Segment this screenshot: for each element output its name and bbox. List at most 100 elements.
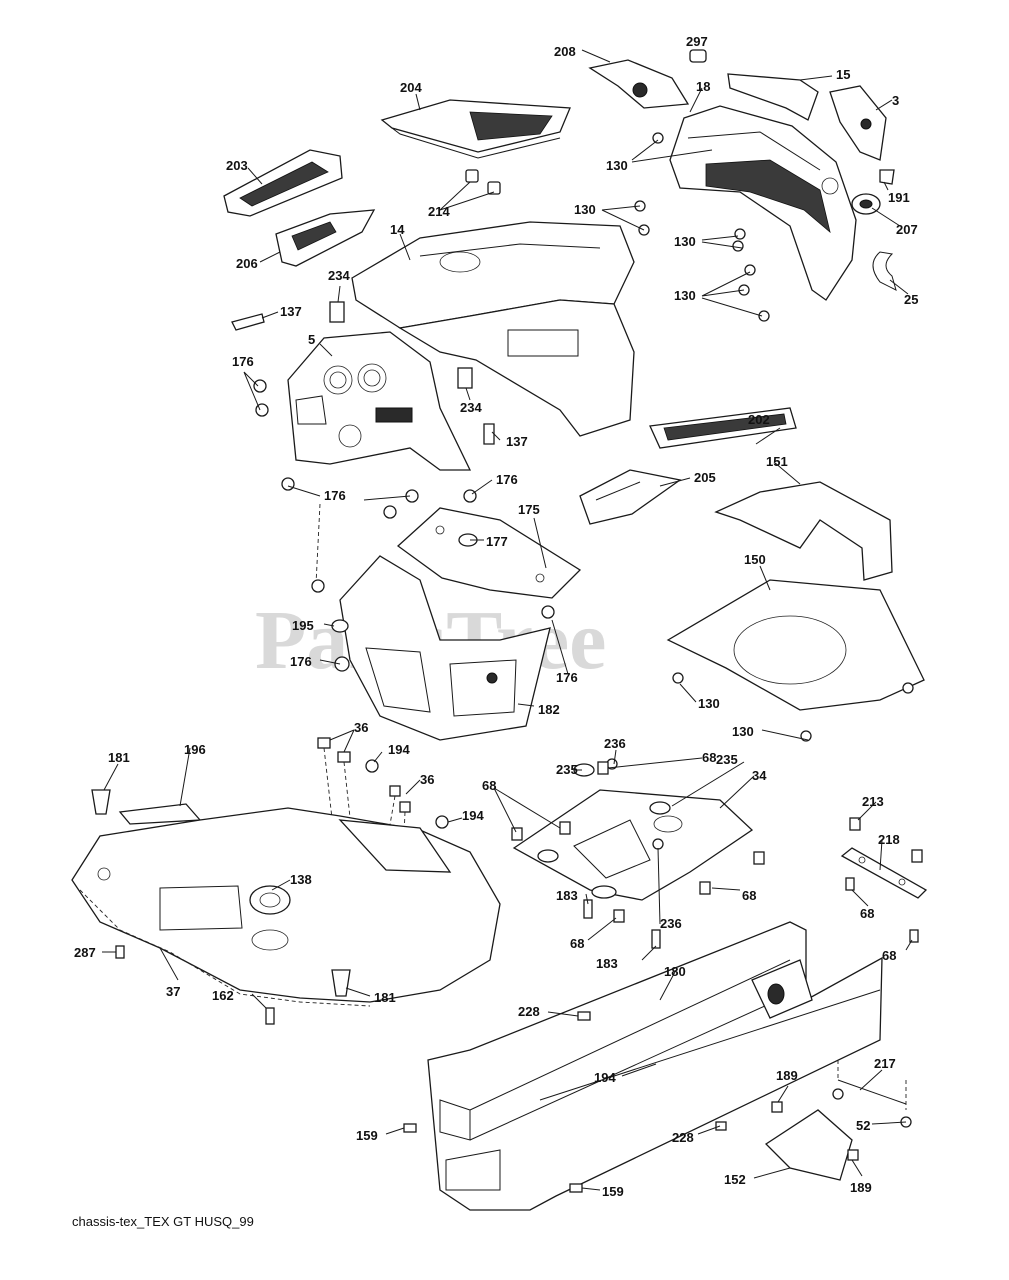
part-175-plate xyxy=(396,507,582,599)
callout-217: 217 xyxy=(874,1056,896,1071)
part-5-dash-panel xyxy=(287,331,472,471)
part-176-fasteners-mid xyxy=(311,503,555,672)
callout-191: 191 xyxy=(888,190,910,205)
part-182-dash-lower xyxy=(339,555,551,741)
callout-68-a: 68 xyxy=(702,750,716,765)
callout-183-b: 183 xyxy=(596,956,618,971)
callout-150: 150 xyxy=(744,552,766,567)
part-162-screw xyxy=(265,1007,275,1025)
callout-177: 177 xyxy=(486,534,508,549)
callout-214: 214 xyxy=(428,204,450,219)
callout-130-a: 130 xyxy=(606,158,628,173)
callout-68-c: 68 xyxy=(742,888,756,903)
callout-181-b: 181 xyxy=(374,990,396,1005)
callout-5: 5 xyxy=(308,332,315,347)
callout-36-b: 36 xyxy=(420,772,434,787)
part-151-bracket xyxy=(714,481,893,581)
callout-labels: 297 208 15 18 3 204 130 203 214 191 207 … xyxy=(74,34,918,1199)
callout-137-b: 137 xyxy=(506,434,528,449)
callout-130-d: 130 xyxy=(674,288,696,303)
callout-25: 25 xyxy=(904,292,918,307)
part-196-badge xyxy=(118,803,202,825)
part-206-bracket xyxy=(275,209,376,267)
callout-36-a: 36 xyxy=(354,720,368,735)
callout-235-a: 235 xyxy=(556,762,578,777)
part-287-screw xyxy=(115,945,125,959)
part-25-trim xyxy=(872,251,897,291)
callout-14: 14 xyxy=(390,222,405,237)
diagram-caption: chassis-tex_TEX GT HUSQ_99 xyxy=(72,1214,254,1229)
callout-130-e: 130 xyxy=(698,696,720,711)
callout-236-a: 236 xyxy=(604,736,626,751)
callout-207: 207 xyxy=(896,222,918,237)
part-297-clip xyxy=(689,49,707,63)
part-137-pins xyxy=(231,313,495,445)
callout-152: 152 xyxy=(724,1172,746,1187)
part-218-bracket xyxy=(840,847,928,899)
callout-234-b: 234 xyxy=(460,400,482,415)
callout-196: 196 xyxy=(184,742,206,757)
callout-228-b: 228 xyxy=(672,1130,694,1145)
part-150-floor-shield xyxy=(666,579,925,711)
callout-162: 162 xyxy=(212,988,234,1003)
callout-180: 180 xyxy=(664,964,686,979)
part-36-bolts xyxy=(317,737,411,837)
callout-287: 287 xyxy=(74,945,96,960)
callout-130-b: 130 xyxy=(574,202,596,217)
callout-151: 151 xyxy=(766,454,788,469)
part-195-clip xyxy=(331,619,349,633)
part-191-nut xyxy=(879,169,895,185)
callout-176-d: 176 xyxy=(290,654,312,669)
part-183-bolts xyxy=(583,899,661,949)
callout-183-a: 183 xyxy=(556,888,578,903)
callout-194-a: 194 xyxy=(388,742,410,757)
callout-52: 52 xyxy=(856,1118,870,1133)
callout-3: 3 xyxy=(892,93,899,108)
callout-213: 213 xyxy=(862,794,884,809)
callout-235-b: 235 xyxy=(716,752,738,767)
part-180-frame xyxy=(427,921,883,1211)
part-18-front-grille-hood xyxy=(669,105,857,301)
callout-18: 18 xyxy=(696,79,710,94)
callout-68-d: 68 xyxy=(860,906,874,921)
leader-lines xyxy=(102,49,913,1191)
part-204-hood-panel xyxy=(380,99,571,159)
part-181-knob-right xyxy=(331,969,351,997)
part-208-hood-bracket xyxy=(588,59,690,109)
part-234-label xyxy=(329,301,473,389)
callout-297: 297 xyxy=(686,34,708,49)
callout-176-a: 176 xyxy=(232,354,254,369)
part-228-screws xyxy=(577,1011,727,1131)
callout-203: 203 xyxy=(226,158,248,173)
callout-189-a: 189 xyxy=(776,1068,798,1083)
part-203-grille-insert xyxy=(223,149,343,217)
callout-15: 15 xyxy=(836,67,850,82)
callout-130-f: 130 xyxy=(732,724,754,739)
callout-176-e: 176 xyxy=(556,670,578,685)
callout-218: 218 xyxy=(878,832,900,847)
callout-68-b: 68 xyxy=(482,778,496,793)
part-68-bolts-plate xyxy=(511,761,765,923)
callout-37: 37 xyxy=(166,984,180,999)
callout-206: 206 xyxy=(236,256,258,271)
part-214-clips xyxy=(465,169,501,195)
callout-68-e: 68 xyxy=(570,936,584,951)
callout-194-b: 194 xyxy=(462,808,484,823)
part-176-fasteners-top xyxy=(253,379,477,503)
callout-208: 208 xyxy=(554,44,576,59)
callout-34: 34 xyxy=(752,768,767,783)
callout-137-a: 137 xyxy=(280,304,302,319)
part-34-mounting-plate xyxy=(512,789,754,901)
part-189-bolts xyxy=(771,1101,859,1161)
part-181-knob-left xyxy=(91,789,111,815)
part-3-side-cover xyxy=(829,85,887,161)
callout-68-f: 68 xyxy=(882,948,896,963)
callout-138: 138 xyxy=(290,872,312,887)
callout-202: 202 xyxy=(748,412,770,427)
callout-194-c: 194 xyxy=(594,1070,616,1085)
callout-175: 175 xyxy=(518,502,540,517)
part-205-cover xyxy=(579,469,682,525)
part-202-grille xyxy=(649,407,797,449)
callout-205: 205 xyxy=(694,470,716,485)
